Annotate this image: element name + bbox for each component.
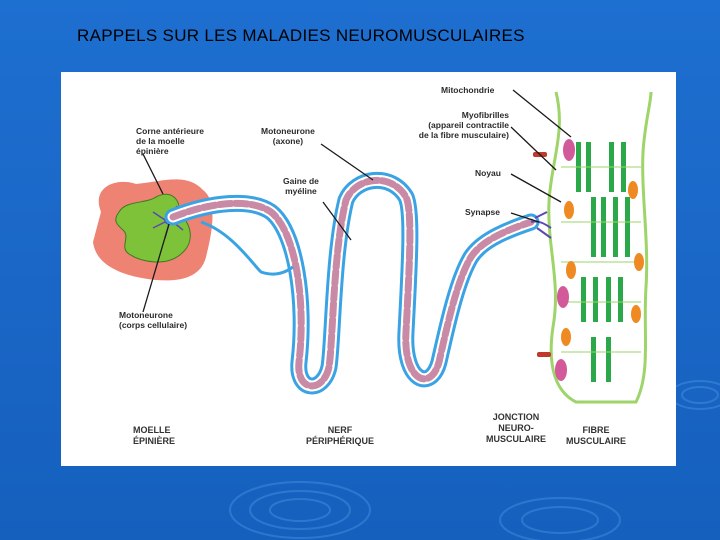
label-mitochondrie: Mitochondrie (441, 85, 495, 95)
diagram-drawing (93, 89, 653, 404)
myofibril-lines (561, 166, 641, 353)
label-motoneurone-axone: Motoneurone (axone) (261, 126, 315, 146)
nuclei (561, 181, 644, 346)
synapse-terminal (530, 211, 552, 239)
myelin-sheath (169, 177, 535, 390)
label-motoneurone-corps: Motoneurone (corps cellulaire) (119, 310, 188, 330)
label-corne-anterieure: Corne antérieure de la moelle épinière (136, 126, 205, 156)
section-jonction-neuromusculaire: JONCTION NEURO- MUSCULAIRE (486, 412, 546, 444)
section-nerf-peripherique: NERF PÉRIPHÉRIQUE (306, 425, 375, 446)
label-myofibrilles: Myofibrilles (appareil contractile de la… (418, 110, 509, 140)
label-synapse: Synapse (465, 207, 500, 217)
section-moelle-epiniere: MOELLE ÉPINIÈRE (133, 425, 176, 446)
slide-title: RAPPELS SUR LES MALADIES NEUROMUSCULAIRE… (77, 26, 525, 45)
nerve-branch (200, 220, 294, 276)
section-fibre-musculaire: FIBRE MUSCULAIRE (566, 425, 626, 446)
label-gaine-myeline: Gaine de myéline (283, 176, 319, 196)
leader-lines (142, 89, 572, 313)
label-noyau: Noyau (475, 168, 501, 178)
muscle-fiber (547, 91, 653, 404)
neuromuscular-diagram: Corne antérieure de la moelle épinière M… (61, 72, 676, 466)
